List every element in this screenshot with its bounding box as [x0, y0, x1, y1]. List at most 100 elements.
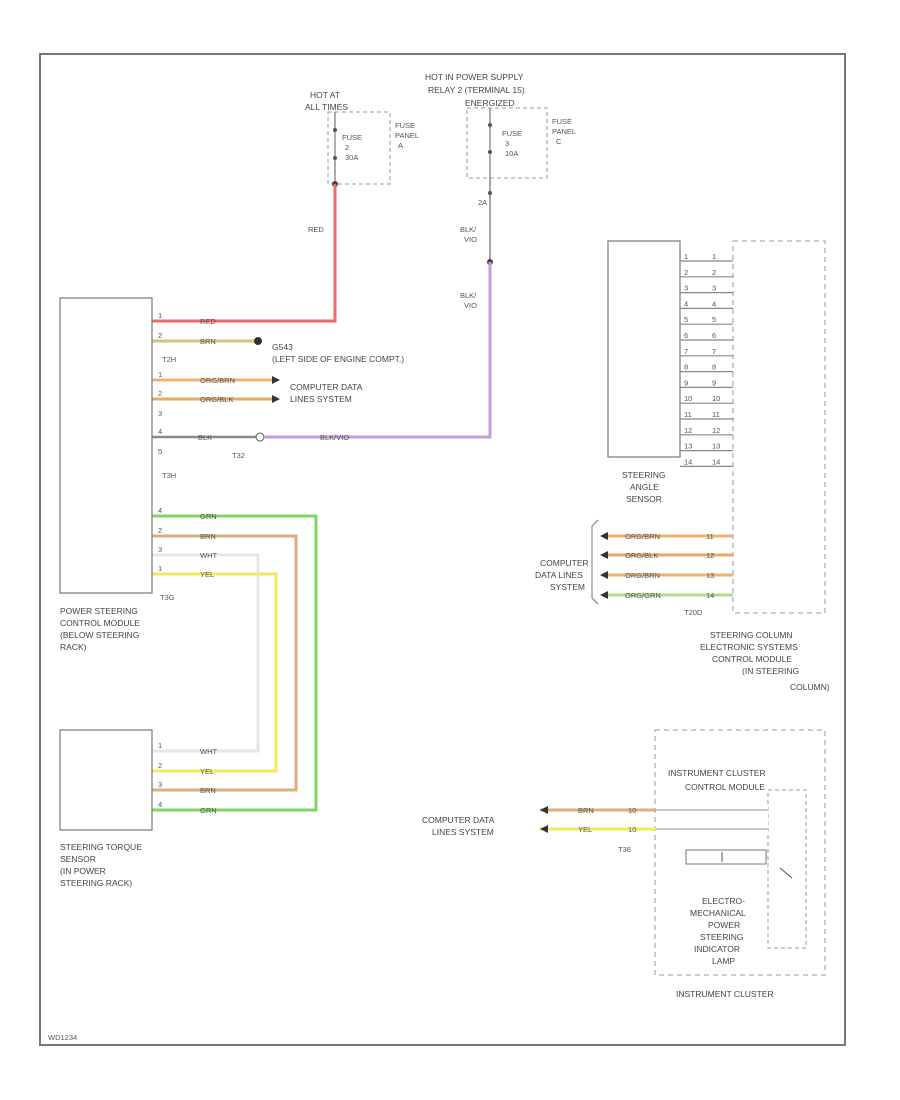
- cl-lamp-6: LAMP: [712, 956, 735, 966]
- cluster-module-1: INSTRUMENT CLUSTER: [668, 768, 766, 778]
- angle-sensor-pin: 4: [684, 299, 688, 308]
- angle-label-1: STEERING: [622, 470, 665, 480]
- angle-sensor-pin: 10: [684, 394, 692, 403]
- angle-sensor-box: [607, 240, 681, 458]
- ps-label-2: CONTROL MODULE: [60, 618, 140, 628]
- fuse-left-supply-1: HOT AT: [310, 90, 340, 100]
- fuse-left-fuse-2: 2: [345, 143, 349, 152]
- col-label-3: CONTROL MODULE: [712, 654, 792, 664]
- ps-label-3: (BELOW STEERING: [60, 630, 139, 640]
- angle-sensor-pin: 11: [684, 410, 692, 419]
- ps-wire-3-color: ORG/BLK: [200, 395, 233, 404]
- angle-sensor-pin: 13: [684, 442, 692, 451]
- col-wire-1-color: ORG/BLK: [625, 551, 658, 560]
- cluster-module-box: [767, 789, 807, 949]
- fuse-mid-wire1-a: BLK/: [460, 225, 477, 234]
- indicator-lamp-icon: [685, 849, 767, 865]
- ps-module: 1 RED 2 BRN T2H 1 ORG/BRN 2 ORG/BLK 3 4 …: [59, 297, 404, 652]
- cluster-module-2: CONTROL MODULE: [685, 782, 765, 792]
- torque-sensor-box: [59, 729, 153, 831]
- ts-wire-1-color: YEL: [200, 767, 214, 776]
- ps-data-lines-2: LINES SYSTEM: [290, 394, 352, 404]
- fuse-panel-c-box: [466, 107, 548, 179]
- fuse-mid: HOT IN POWER SUPPLY RELAY 2 (TERMINAL 15…: [425, 72, 576, 310]
- ps-ground-1: G543: [272, 342, 293, 352]
- fuse-left-panel-3: A: [398, 141, 403, 150]
- ps-wire-10-color: YEL: [200, 570, 214, 579]
- angle-sensor-pin: 3: [684, 284, 688, 293]
- ps-wire-8-pin: 2: [158, 526, 162, 535]
- col-wire-0-color: ORG/BRN: [625, 532, 660, 541]
- fuse-mid-pin-top: 2A: [478, 198, 487, 207]
- angle-sensor-pin: 6: [684, 331, 688, 340]
- fuse-mid-fuse-1: FUSE: [502, 129, 522, 138]
- ps-data-lines-1: COMPUTER DATA: [290, 382, 363, 392]
- cl-lamp-5: INDICATOR: [694, 944, 740, 954]
- ts-wire-2-color: BRN: [200, 786, 216, 795]
- column-module-pin: 11: [712, 410, 720, 419]
- ps-wire-4-pin: 3: [158, 409, 162, 418]
- angle-label-3: SENSOR: [626, 494, 662, 504]
- column-module-pin: 2: [712, 268, 716, 277]
- cluster-box: [654, 729, 826, 976]
- angle-sensor-pin: 7: [684, 347, 688, 356]
- ps-wire-5-pin: 4: [158, 427, 162, 436]
- fuse-left-wire-label: RED: [308, 225, 324, 234]
- column-module-pin: 10: [712, 394, 720, 403]
- fuse-left-fuse-1: FUSE: [342, 133, 362, 142]
- ts-label-1: STEERING TORQUE: [60, 842, 142, 852]
- cl-label: INSTRUMENT CLUSTER: [676, 989, 774, 999]
- cl-data-lines-2: LINES SYSTEM: [432, 827, 494, 837]
- column-module-pin: 3: [712, 284, 716, 293]
- column-module-pin: 1: [712, 252, 716, 261]
- cl-data-lines-1: COMPUTER DATA: [422, 815, 495, 825]
- col-wire-3-color: ORG/GRN: [625, 591, 661, 600]
- column-module-pin: 12: [712, 426, 720, 435]
- column-module-pin: 6: [712, 331, 716, 340]
- cl-lamp-4: STEERING: [700, 932, 743, 942]
- ts-wire-3-color: GRN: [200, 806, 217, 815]
- ps-wire-5-color: BLK: [198, 433, 212, 442]
- ps-wire-9-pin: 3: [158, 545, 162, 554]
- ps-label-4: RACK): [60, 642, 87, 652]
- fuse-mid-supply-3: ENERGIZED: [465, 98, 515, 108]
- cl-wire-0-pin: 10: [628, 806, 636, 815]
- angle-sensor-pin: 9: [684, 378, 688, 387]
- cl-lamp-1: ELECTRO-: [702, 896, 745, 906]
- col-connector: T20D: [684, 608, 703, 617]
- ps-connector-b: T3H: [162, 471, 176, 480]
- angle-sensor-pin: 1: [684, 252, 688, 261]
- ts-wire-0-color: WHT: [200, 747, 217, 756]
- ps-t32-label: T32: [232, 451, 245, 460]
- fuse-mid-fuse-3: 10A: [505, 149, 518, 158]
- column-module-pin: 8: [712, 363, 716, 372]
- ps-wire-9-color: WHT: [200, 551, 217, 560]
- col-wire-2-pin: 13: [706, 571, 714, 580]
- column-module-pin: 9: [712, 378, 716, 387]
- ts-label-2: SENSOR: [60, 854, 96, 864]
- diagram-frame: [39, 53, 846, 1046]
- col-data-lines-1: COMPUTER: [540, 558, 589, 568]
- ts-wire-0-pin: 1: [158, 741, 162, 750]
- cl-wire-0-color: BRN: [578, 806, 594, 815]
- column-module-pin: 4: [712, 299, 716, 308]
- ps-wire-1-pin: 2: [158, 331, 162, 340]
- cl-lamp-2: MECHANICAL: [690, 908, 746, 918]
- column-module-pin: 14: [712, 457, 720, 466]
- angle-sensor-pin: 5: [684, 315, 688, 324]
- ps-wire-1-color: BRN: [200, 337, 216, 346]
- ts-wire-1-pin: 2: [158, 761, 162, 770]
- fuse-left-supply-2: ALL TIMES: [305, 102, 348, 112]
- column-module-pin: 13: [712, 442, 720, 451]
- fuse-mid-wire2-a: BLK/: [460, 291, 477, 300]
- column-module-box: [732, 240, 826, 614]
- ps-wire-2-pin: 1: [158, 370, 162, 379]
- instrument-cluster: INSTRUMENT CLUSTER CONTROL MODULE BRN 10…: [422, 729, 826, 999]
- col-label-4: (IN STEERING: [742, 666, 799, 676]
- ps-wire-7-pin: 4: [158, 506, 162, 515]
- torque-sensor: 1 WHT 2 YEL 3 BRN 4 GRN STEERING TORQUE …: [59, 729, 217, 888]
- ps-wire-0-pin: 1: [158, 311, 162, 320]
- angle-sensor-pin: 2: [684, 268, 688, 277]
